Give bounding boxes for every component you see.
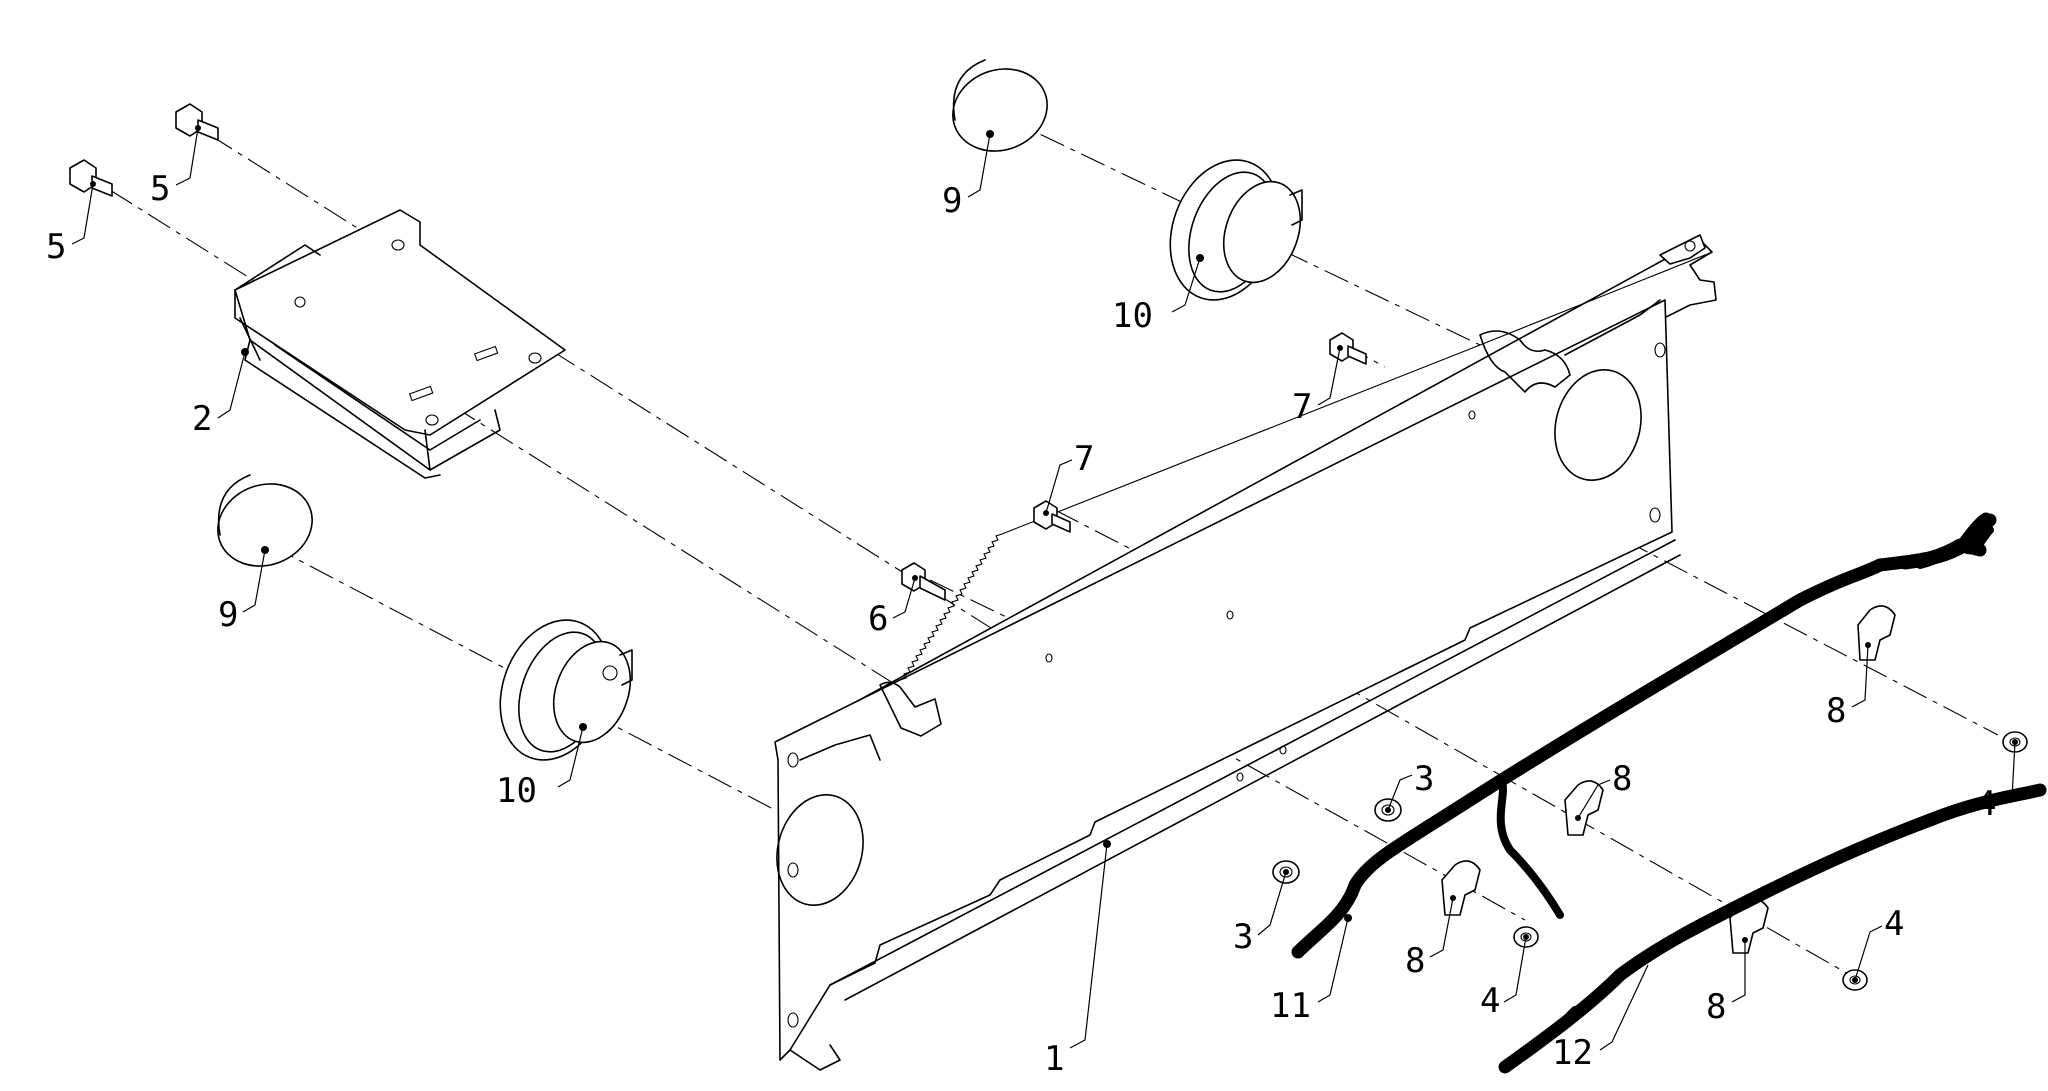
callout-5-lower: 5 bbox=[46, 227, 66, 267]
callout-3-lower: 3 bbox=[1233, 917, 1253, 957]
cap-part-9-lower bbox=[217, 474, 313, 567]
leader-lines bbox=[71, 127, 2016, 1051]
bolt-part-7-upper bbox=[1329, 332, 1367, 365]
callout-7-lower: 7 bbox=[1074, 439, 1094, 479]
callout-9-lower: 9 bbox=[218, 595, 238, 635]
wire-harness-part-11 bbox=[1291, 512, 1997, 959]
bolt-part-5-upper bbox=[175, 103, 219, 141]
callout-8-middle: 8 bbox=[1612, 759, 1632, 799]
callout-2: 2 bbox=[192, 399, 212, 439]
callout-8-right: 8 bbox=[1826, 691, 1846, 731]
callout-labels: 1 2 3 3 4 4 4 5 5 6 7 7 8 8 8 8 9 9 10 1… bbox=[46, 169, 1996, 1079]
callout-4-lower-right: 4 bbox=[1884, 904, 1904, 944]
clip-part-8-left bbox=[1441, 860, 1481, 916]
callout-5-upper: 5 bbox=[150, 169, 170, 209]
bracket-part-2 bbox=[234, 209, 566, 479]
callout-4-middle: 4 bbox=[1480, 981, 1500, 1021]
grommet-part-10-lower bbox=[499, 619, 633, 761]
bolt-part-7-lower bbox=[1033, 500, 1071, 533]
callout-7-upper: 7 bbox=[1292, 387, 1312, 427]
callout-12: 12 bbox=[1552, 1033, 1593, 1073]
callout-6: 6 bbox=[868, 599, 888, 639]
clip-part-8-right bbox=[1857, 605, 1896, 661]
callout-8-left: 8 bbox=[1405, 941, 1425, 981]
cap-part-9-upper bbox=[952, 59, 1048, 152]
callout-10-upper: 10 bbox=[1112, 296, 1153, 336]
wire-harness-part-12 bbox=[1498, 783, 2047, 1074]
bolt-part-6 bbox=[901, 562, 946, 601]
callout-1: 1 bbox=[1044, 1039, 1064, 1079]
callout-11: 11 bbox=[1270, 986, 1311, 1026]
main-panel-part-1 bbox=[774, 234, 1717, 1071]
grommet-part-10-upper bbox=[1169, 159, 1303, 301]
callout-9-upper: 9 bbox=[942, 181, 962, 221]
callout-3-upper: 3 bbox=[1414, 759, 1434, 799]
bolt-part-5-lower bbox=[69, 159, 113, 197]
callout-10-lower: 10 bbox=[496, 771, 537, 811]
callout-8-lower: 8 bbox=[1706, 987, 1726, 1027]
callout-4-right: 4 bbox=[1976, 784, 1996, 824]
